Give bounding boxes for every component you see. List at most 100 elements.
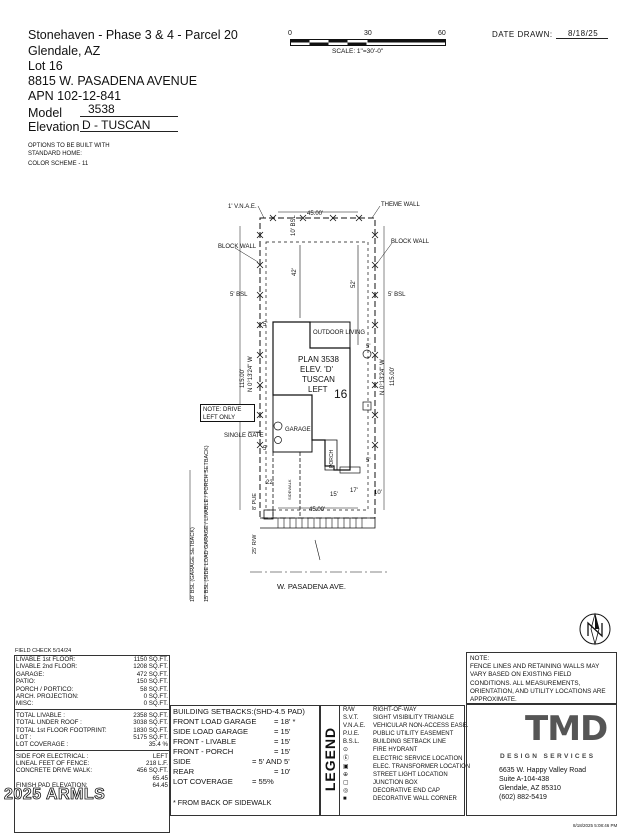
length-right: 115.00' bbox=[390, 367, 396, 386]
color-scheme: COLOR SCHEME - 11 bbox=[28, 161, 89, 167]
company-logo: TMD bbox=[525, 709, 608, 749]
date-underline bbox=[556, 38, 608, 39]
side-bsl-left: 5' BSL bbox=[230, 292, 248, 298]
city: Glendale, AZ bbox=[28, 44, 101, 58]
total-row: LOT COVERAGE :35.4 % bbox=[16, 741, 168, 749]
misc-row: LINEAL FEET OF FENCE:218 L.F. bbox=[16, 760, 168, 768]
wall-corner-icon: ■ bbox=[343, 796, 347, 803]
rw-label: 25' R/W bbox=[252, 534, 258, 554]
transformer-icon: ▣ bbox=[343, 763, 349, 770]
dim-52: 52' bbox=[351, 280, 357, 288]
address: 8815 W. PASADENA AVENUE bbox=[28, 74, 198, 88]
bsl-note-side: 15' BSL (SIDE LOAD GARAGE / LIVABLE / PO… bbox=[204, 445, 210, 602]
garage-label: GARAGE bbox=[285, 427, 311, 433]
setback-label: FRONT LOAD GARAGE bbox=[173, 717, 257, 726]
scale-tick-60: 60 bbox=[438, 30, 446, 37]
north-arrow-icon bbox=[579, 612, 611, 646]
setback-value: = 5' AND 5' bbox=[252, 757, 290, 766]
plan-label: PLAN 3538 bbox=[298, 355, 339, 364]
scale-bar-graphic bbox=[290, 39, 446, 46]
date-label: DATE DRAWN: bbox=[492, 30, 553, 39]
legend-item: ⊙FIRE HYDRANT bbox=[343, 747, 418, 754]
street-name: W. PASADENA AVE. bbox=[277, 582, 346, 591]
model-label: Model bbox=[28, 106, 63, 120]
legend-item: B.S.L.BUILDING SETBACK LINE bbox=[343, 739, 447, 746]
outdoor-living-label: OUTDOOR LIVING bbox=[313, 330, 365, 336]
model-underline bbox=[80, 116, 178, 117]
company-subtitle: DESIGN SERVICES bbox=[500, 753, 596, 760]
dim-22: 22' bbox=[266, 480, 274, 486]
total-row: LOT :5175 SQ.FT. bbox=[16, 733, 168, 741]
legend-item: P.U.E.PUBLIC UTILITY EASEMENT bbox=[343, 731, 454, 738]
top-width: 45.00' bbox=[307, 211, 323, 217]
area-row: MISC:0 SQ.FT. bbox=[16, 700, 168, 708]
tuscan-label: TUSCAN bbox=[302, 375, 335, 384]
electric-service-icon: Ⓔ bbox=[343, 755, 350, 762]
legend-title-col: LEGEND bbox=[320, 705, 340, 816]
setback-label: LOT COVERAGE bbox=[173, 777, 233, 786]
setbacks-footnote: * FROM BACK OF SIDEWALK bbox=[173, 798, 272, 807]
bottom-width: 45.00' bbox=[309, 507, 325, 513]
date-value: 8/18/25 bbox=[568, 29, 599, 38]
side-5-c: 5' bbox=[263, 446, 267, 452]
vnae-label: 1' V.N.A.E. bbox=[228, 204, 257, 210]
area-row: ARCH. PROJECTION:0 SQ.FT. bbox=[16, 692, 168, 700]
bearing-right: N 0°13'24" W bbox=[380, 359, 386, 395]
setbacks-box bbox=[170, 705, 320, 816]
setback-value: = 15' bbox=[274, 727, 291, 736]
total-row: TOTAL 1st FLOOR FOOTPRINT:1830 SQ.FT. bbox=[16, 726, 168, 734]
setback-value: = 15' bbox=[274, 747, 291, 756]
theme-wall-label: THEME WALL bbox=[381, 202, 420, 208]
junction-box-icon: ▢ bbox=[343, 779, 349, 786]
dim-17: 17' bbox=[350, 488, 358, 494]
block-wall-left-label: BLOCK WALL bbox=[218, 244, 257, 250]
company-address2: Suite A-104-438 bbox=[499, 776, 550, 783]
legend-item: V.N.A.E.VEHICULAR NON-ACCESS EASE. bbox=[343, 723, 469, 730]
setback-label: SIDE bbox=[173, 757, 191, 766]
setback-label: SIDE LOAD GARAGE bbox=[173, 727, 249, 736]
bsl-note-garage: 18' BSL (GARAGE SETBACK) bbox=[190, 527, 196, 602]
area-row: LIVABLE 1st FLOOR:1150 SQ.FT. bbox=[16, 656, 168, 663]
company-address3: Glendale, AZ 85310 bbox=[499, 785, 561, 792]
elev-label: ELEV. 'D' bbox=[300, 365, 333, 374]
print-stamp: 8/18/2025 5:08:46 PM bbox=[573, 823, 618, 828]
elevation-label: Elevation bbox=[28, 120, 80, 134]
note-text: FENCE LINES AND RETAINING WALLS MAY VARY… bbox=[470, 663, 606, 704]
legend-item: S.V.T.SIGHT VISIBILITY TRIANGLE bbox=[343, 715, 455, 722]
model-value: 3538 bbox=[88, 102, 115, 116]
watermark: 2025 ARMLS bbox=[4, 786, 106, 804]
total-row: TOTAL LIVABLE :2358 SQ.FT. bbox=[16, 711, 168, 719]
area-row: LIVABLE 2nd FLOOR:1208 SQ.FT. bbox=[16, 663, 168, 671]
legend-title: LEGEND bbox=[322, 726, 338, 792]
setback-label: REAR bbox=[173, 767, 195, 776]
dim-42: 42' bbox=[292, 268, 298, 276]
scale-tick-0: 0 bbox=[288, 30, 292, 37]
misc-row: 65.45 bbox=[152, 774, 168, 782]
elevation-underline bbox=[80, 131, 178, 132]
setback-value: = 18' * bbox=[274, 717, 296, 726]
bearing-left: N 0°13'24" W bbox=[248, 356, 254, 392]
legend-item: ◎DECORATIVE END CAP bbox=[343, 787, 440, 794]
site-plan: 1' V.N.A.E. THEME WALL BLOCK WALL BLOCK … bbox=[189, 202, 430, 602]
legend-box bbox=[320, 705, 465, 816]
setback-label: FRONT - PORCH bbox=[173, 747, 234, 756]
single-gate-label: SINGLE GATE bbox=[224, 433, 264, 439]
area-row: GARAGE:472 SQ.FT. bbox=[16, 670, 168, 678]
side-5-a: 5' bbox=[263, 322, 267, 328]
setback-value: = 15' bbox=[274, 737, 291, 746]
lot-number: Lot 16 bbox=[28, 59, 63, 73]
scale-bar: 0 30 60 SCALE: 1"=30'-0" bbox=[288, 30, 448, 56]
total-row: TOTAL UNDER ROOF :3038 SQ.FT. bbox=[16, 719, 168, 727]
fire-hydrant-icon: ⊙ bbox=[343, 747, 349, 754]
setback-value: = 10' bbox=[274, 767, 291, 776]
company-address1: 6635 W. Happy Valley Road bbox=[499, 767, 587, 774]
setback-label: FRONT - LIVABLE bbox=[173, 737, 237, 746]
porch-label: PORCH bbox=[329, 450, 335, 468]
side-5-b: 5' bbox=[366, 344, 370, 350]
scale-label: SCALE: 1"=30'-0" bbox=[332, 48, 384, 55]
area-row: PATIO:150 SQ.FT. bbox=[16, 678, 168, 686]
area-table: LIVABLE 1st FLOOR:1150 SQ.FT. LIVABLE 2n… bbox=[14, 655, 170, 833]
legend-item: ⊕STREET LIGHT LOCATION bbox=[343, 771, 448, 778]
